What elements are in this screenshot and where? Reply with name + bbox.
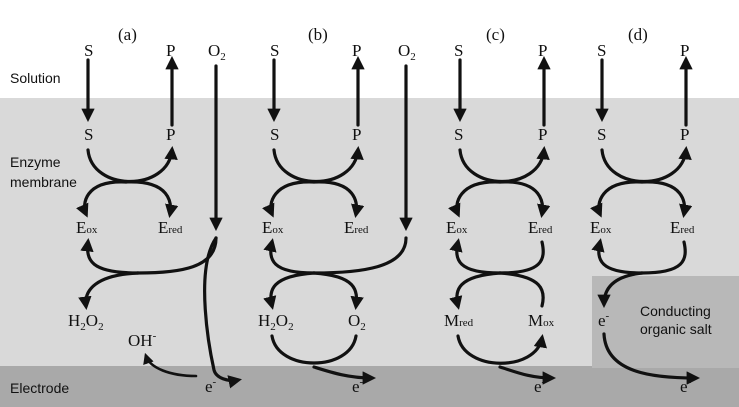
panel-a-product-in: P xyxy=(166,125,175,144)
panel-d-cycle-right xyxy=(640,180,693,218)
electrode-region xyxy=(0,366,739,407)
panel-c-cycle-right xyxy=(498,180,551,218)
panel-b-e-red: Ered xyxy=(344,218,369,237)
solution-label: Solution xyxy=(10,70,61,86)
panel-c-bottom-arc xyxy=(456,334,547,365)
panel-d-electron-down xyxy=(597,271,644,309)
panel-d-substrate: S xyxy=(597,41,606,60)
panel-b-h2o2: H2O2 xyxy=(258,311,294,333)
panel-c-lower-left xyxy=(449,271,502,310)
panel-c-lower-right xyxy=(498,271,545,308)
panel-b-product: P xyxy=(352,41,361,60)
panel-a: (a) S P O2 S P Eox Ered H2O2 OH- e- xyxy=(68,25,242,396)
panel-d: (d) S P S P Eox Ered e- e- xyxy=(590,25,701,396)
panel-b-cycle-right xyxy=(312,180,365,218)
panel-d-electron-mid: e- xyxy=(598,310,610,330)
panel-a-substrate: S xyxy=(84,41,93,60)
panel-b-lower-left xyxy=(263,271,316,310)
panel-b-electron-arrow xyxy=(312,365,377,385)
panel-d-substrate-in: S xyxy=(597,125,606,144)
conducting-label: Conducting xyxy=(640,303,711,319)
panel-c-substrate-in: S xyxy=(454,125,463,144)
electrode-label: Electrode xyxy=(10,380,69,396)
panel-a-oh-arrow xyxy=(143,352,198,378)
panel-b-mid-right xyxy=(312,236,408,275)
panel-a-electron: e- xyxy=(205,376,217,396)
panel-b-o2: O2 xyxy=(348,311,366,333)
panel-b-substrate: S xyxy=(270,41,279,60)
membrane-label: membrane xyxy=(10,174,77,190)
enzyme-label: Enzyme xyxy=(10,154,61,170)
organic-salt-label: organic salt xyxy=(640,321,712,337)
panel-b-product-in: P xyxy=(352,125,361,144)
panel-d-product: P xyxy=(680,41,689,60)
panel-c-m-ox: Mox xyxy=(528,311,555,330)
panel-c-product-in: P xyxy=(538,125,547,144)
panel-d-mid-left xyxy=(591,238,644,275)
panel-a-tag: (a) xyxy=(118,25,137,44)
panel-c-e-red: Ered xyxy=(528,218,553,237)
panel-a-e-ox: Eox xyxy=(76,218,98,237)
panel-d-product-in: P xyxy=(680,125,689,144)
panel-d-e-red: Ered xyxy=(670,218,695,237)
panel-a-h2o2: H2O2 xyxy=(68,311,104,333)
panel-c-product: P xyxy=(538,41,547,60)
panel-c-tag: (c) xyxy=(486,25,505,44)
panel-c-electron-arrow xyxy=(498,365,557,385)
panel-a-e-red: Ered xyxy=(158,218,183,237)
panel-b-oxygen: O2 xyxy=(398,41,416,63)
panel-d-mid-right xyxy=(640,240,687,275)
panel-d-electron-arrow xyxy=(602,332,701,385)
panel-c: (c) S P S P Eox Ered Mred Mox e- xyxy=(444,25,557,396)
panel-a-cycle-bottom-right xyxy=(136,236,218,275)
panel-a-h2o2-arrow xyxy=(78,271,140,311)
panel-d-tag: (d) xyxy=(628,25,648,44)
panel-c-cycle-left xyxy=(448,180,502,218)
panel-b-e-ox: Eox xyxy=(262,218,284,237)
panel-b-substrate-in: S xyxy=(270,125,279,144)
panel-c-m-red: Mred xyxy=(444,311,474,330)
panel-a-cycle-right xyxy=(124,180,179,218)
panel-c-substrate: S xyxy=(454,41,463,60)
panel-a-hydroxide: OH- xyxy=(128,330,157,350)
panel-b-bottom-arc xyxy=(270,334,358,365)
panel-a-oxygen: O2 xyxy=(208,41,226,63)
panel-a-cycle-left xyxy=(76,180,128,218)
panel-b-cycle-left xyxy=(262,180,316,218)
panel-b-electron: e- xyxy=(352,376,364,396)
panel-a-product: P xyxy=(166,41,175,60)
panel-b-tag: (b) xyxy=(308,25,328,44)
panel-a-electron-path xyxy=(203,236,242,389)
panel-b-lower-right xyxy=(312,271,364,311)
panel-d-cycle-left xyxy=(590,180,644,218)
panel-c-e-ox: Eox xyxy=(446,218,468,237)
panel-b: (b) S P O2 S P Eox Ered H2O2 O2 e- xyxy=(258,25,416,396)
panel-a-substrate-in: S xyxy=(84,125,93,144)
panel-d-e-ox: Eox xyxy=(590,218,612,237)
conducting-salt-region xyxy=(592,276,739,368)
